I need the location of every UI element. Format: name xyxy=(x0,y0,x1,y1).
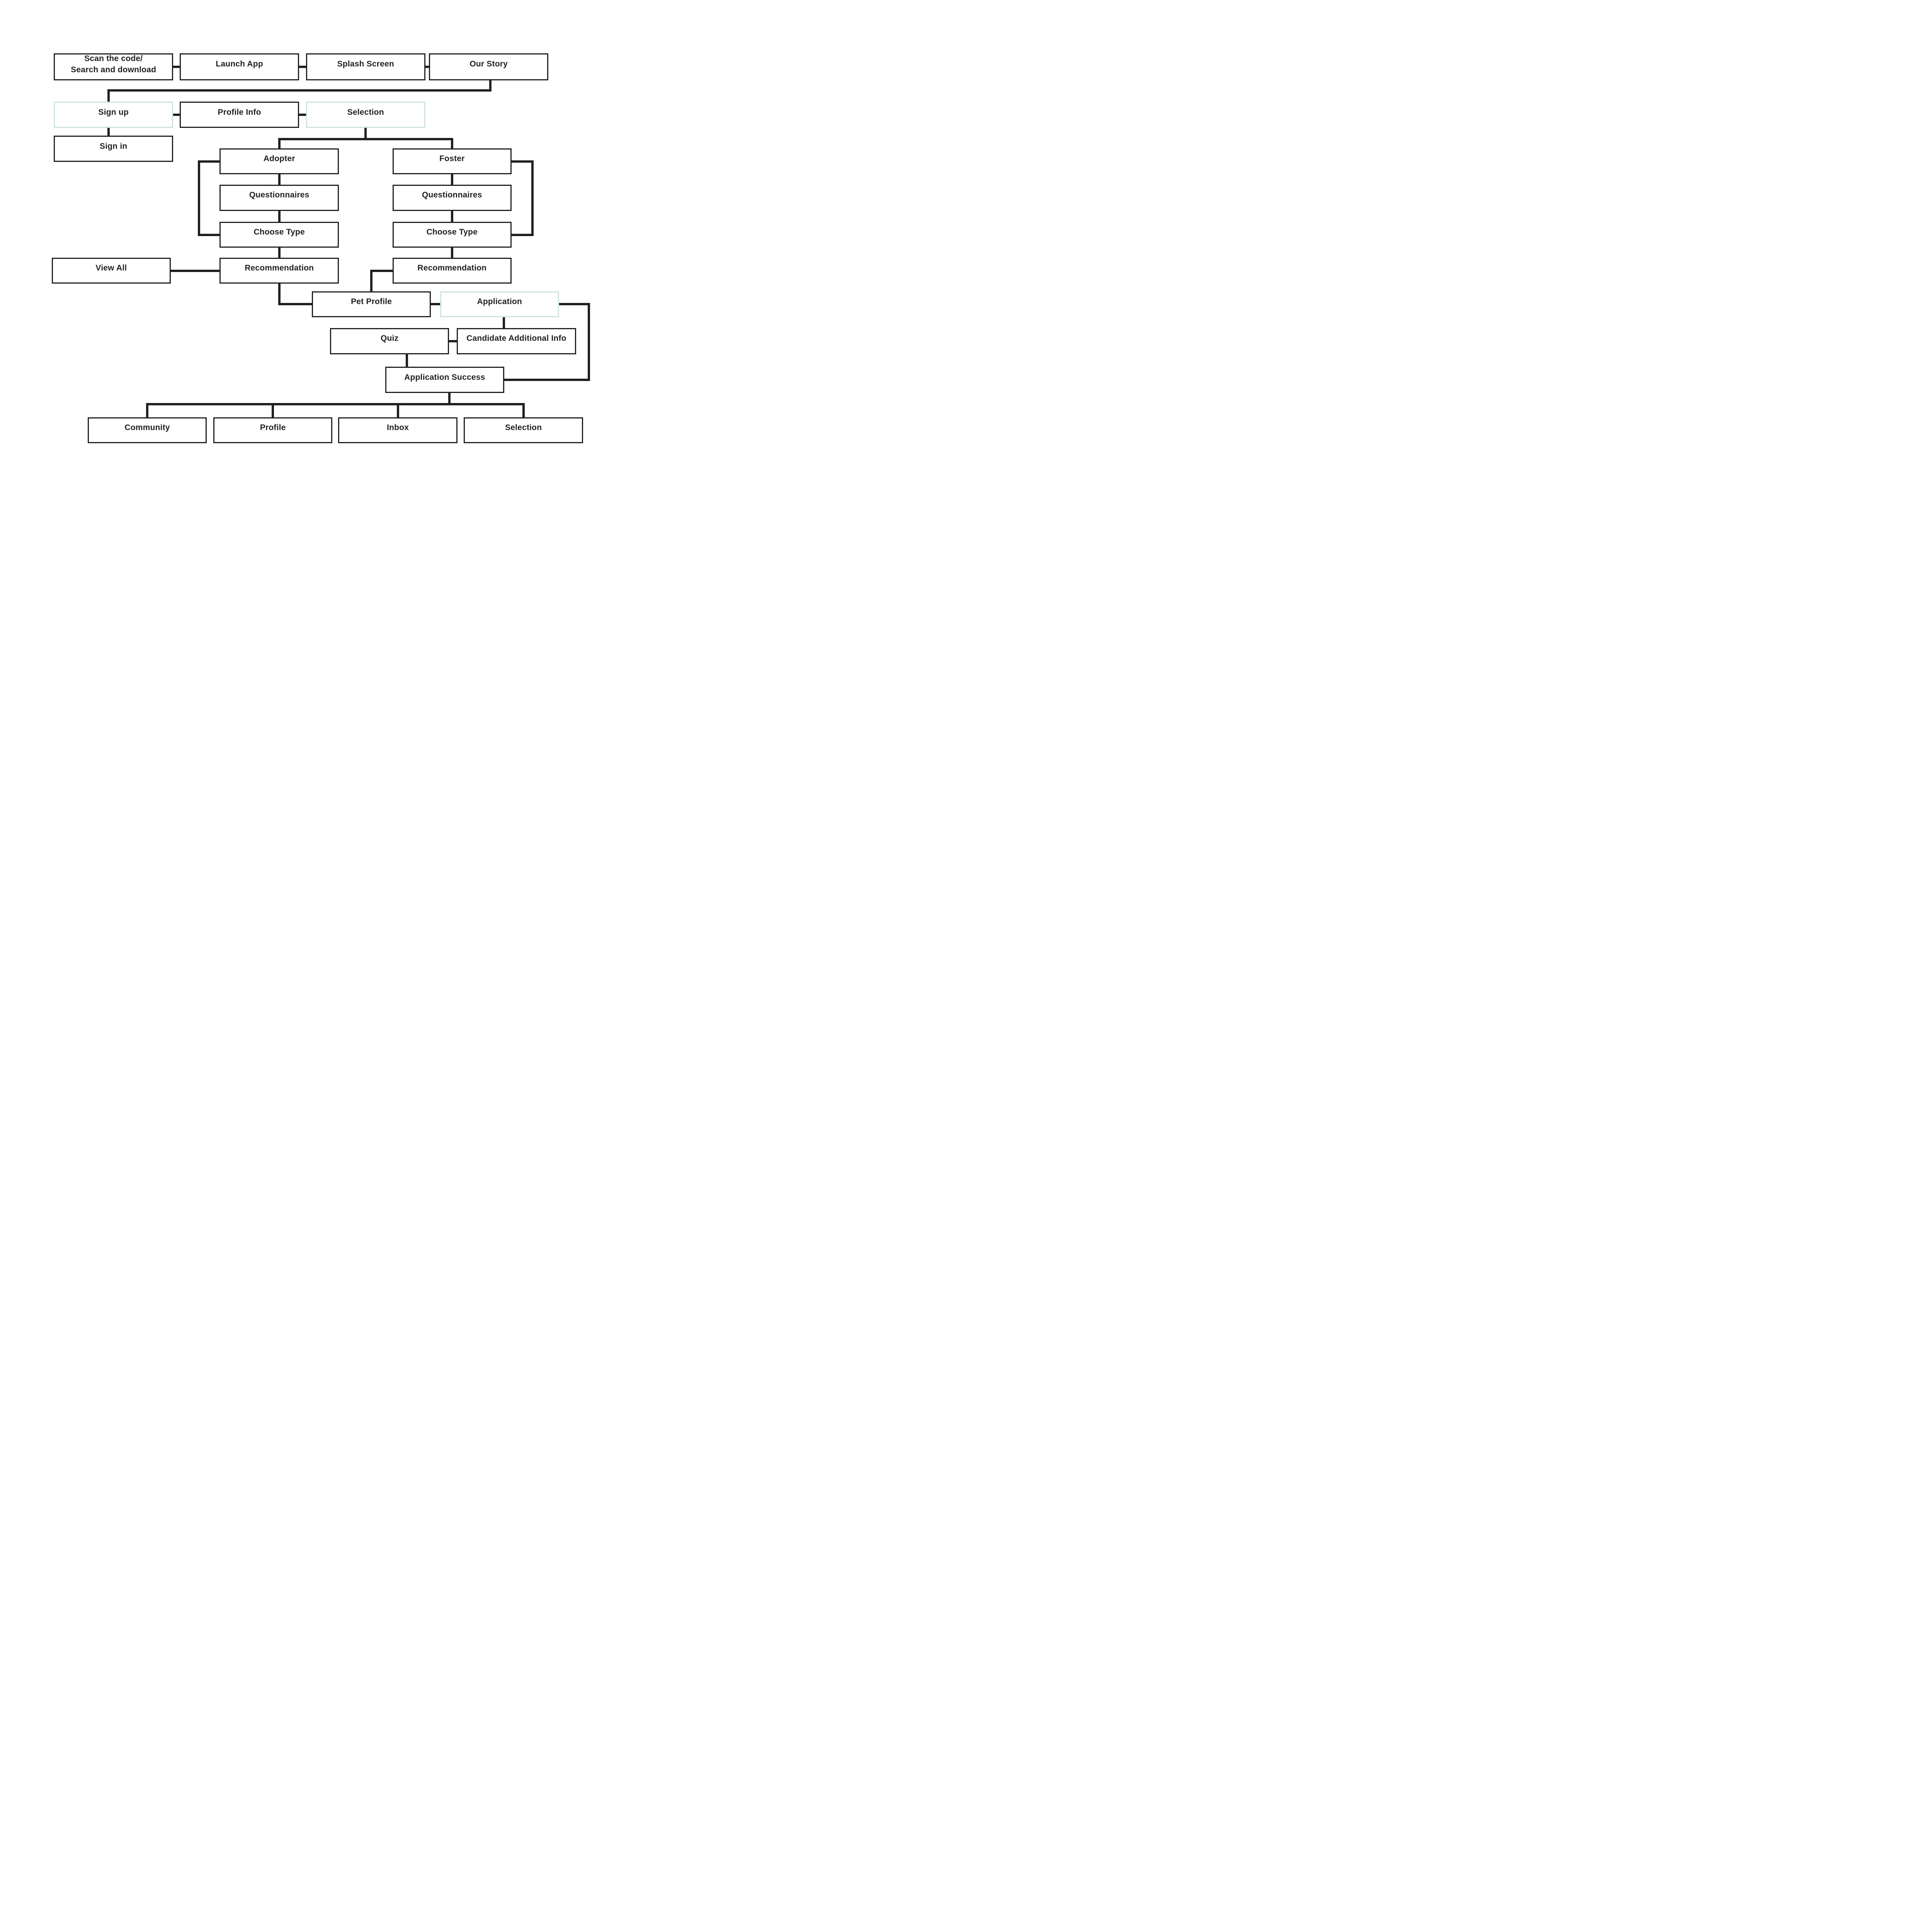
node-view-all: View All xyxy=(51,257,171,284)
node-profile: Profile xyxy=(213,417,333,444)
stub-launch-splash xyxy=(298,65,307,68)
node-label-inbox: Inbox xyxy=(387,423,409,432)
link-application-candidate xyxy=(502,316,505,330)
node-label-splash-screen: Splash Screen xyxy=(337,60,394,69)
link-viewall-recommendation xyxy=(170,269,221,272)
link-questionnaires-choosetype-l xyxy=(278,209,281,223)
stub-petprofile-application xyxy=(430,303,441,306)
route-rec-r-petprofile xyxy=(370,269,394,272)
flowchart-canvas: Scan the code/Search and download Launch … xyxy=(0,0,638,493)
node-pet-profile: Pet Profile xyxy=(311,291,431,318)
link-choosetype-rec-l xyxy=(278,247,281,259)
loop-adopter-choosetype xyxy=(197,233,221,236)
drop-profile xyxy=(272,403,274,418)
node-application: Application xyxy=(440,291,560,318)
node-choose-type-foster: Choose Type xyxy=(392,221,512,248)
route-rec-r-petprofile xyxy=(370,269,373,293)
loop-foster-choosetype xyxy=(510,160,534,163)
node-label-selection-bottom: Selection xyxy=(505,423,542,432)
node-label-pet-profile: Pet Profile xyxy=(351,297,392,306)
loop-foster-choosetype xyxy=(510,233,534,236)
node-label-profile: Profile xyxy=(260,423,286,432)
route-rec-l-petprofile xyxy=(278,282,281,306)
loop-adopter-choosetype xyxy=(197,160,221,163)
node-label-foster: Foster xyxy=(439,154,465,163)
node-foster: Foster xyxy=(392,148,512,175)
node-questionnaires-adopter: Questionnaires xyxy=(219,185,339,211)
node-candidate-additional-info: Candidate Additional Info xyxy=(457,328,576,354)
node-label-community: Community xyxy=(124,423,170,432)
node-label-candidate-additional-info: Candidate Additional Info xyxy=(466,334,566,343)
node-label-selection: Selection xyxy=(347,107,384,117)
stub-profileinfo-selection xyxy=(298,114,307,116)
route-rec-l-petprofile xyxy=(278,303,313,306)
node-selection: Selection xyxy=(306,101,425,128)
link-foster-questionnaires xyxy=(451,173,453,186)
link-quiz-appsuccess xyxy=(405,353,408,368)
link-choosetype-rec-r xyxy=(451,247,453,259)
stub-splash-ourstory xyxy=(424,65,430,68)
stub-scan-launch xyxy=(172,65,181,68)
node-label-scan-download: Search and download xyxy=(71,65,156,74)
link-signup-signin xyxy=(107,127,110,137)
distribution-bar xyxy=(146,403,525,405)
node-label-recommendation-adopter: Recommendation xyxy=(245,264,314,273)
node-splash-screen: Splash Screen xyxy=(306,53,425,80)
node-label-recommendation-foster: Recommendation xyxy=(417,264,487,273)
drop-inbox xyxy=(396,403,399,418)
route-ourstory-signup xyxy=(107,89,492,92)
node-recommendation-foster: Recommendation xyxy=(392,257,512,284)
link-questionnaires-choosetype-r xyxy=(451,209,453,223)
node-label-quiz: Quiz xyxy=(381,334,399,343)
node-adopter: Adopter xyxy=(219,148,339,175)
link-adopter-questionnaires xyxy=(278,173,281,186)
node-launch-app: Launch App xyxy=(180,53,299,80)
node-scan-download: Scan the code/Search and download xyxy=(54,53,173,80)
node-quiz: Quiz xyxy=(330,328,449,354)
node-questionnaires-foster: Questionnaires xyxy=(392,185,512,211)
route-ourstory-signup xyxy=(489,79,492,92)
drop-split-foster xyxy=(451,138,453,150)
node-sign-in: Sign in xyxy=(54,135,173,162)
node-label-scan-download: Scan the code/ xyxy=(84,54,143,63)
node-label-application-success: Application Success xyxy=(404,372,485,382)
node-application-success: Application Success xyxy=(385,366,505,393)
node-label-view-all: View All xyxy=(95,264,127,273)
node-community: Community xyxy=(87,417,207,444)
node-our-story: Our Story xyxy=(429,53,548,80)
node-inbox: Inbox xyxy=(338,417,457,444)
node-profile-info: Profile Info xyxy=(180,101,299,128)
node-label-choose-type-foster: Choose Type xyxy=(426,228,478,237)
route-ourstory-signup xyxy=(107,89,110,103)
drop-split-adopter xyxy=(278,138,281,150)
route-application-appsuccess xyxy=(587,303,590,381)
node-label-sign-up: Sign up xyxy=(98,107,129,117)
loop-adopter-choosetype xyxy=(197,160,200,236)
link-appsuccess-distribution xyxy=(448,392,451,405)
split-bar xyxy=(278,138,453,141)
node-recommendation-adopter: Recommendation xyxy=(219,257,339,284)
node-selection-bottom: Selection xyxy=(464,417,583,444)
node-choose-type-adopter: Choose Type xyxy=(219,221,339,248)
node-sign-up: Sign up xyxy=(54,101,173,128)
node-label-our-story: Our Story xyxy=(469,60,508,69)
node-label-profile-info: Profile Info xyxy=(218,107,261,117)
node-label-choose-type-adopter: Choose Type xyxy=(253,228,305,237)
loop-foster-choosetype xyxy=(531,160,534,236)
drop-selection xyxy=(522,403,525,418)
drop-community xyxy=(146,403,149,418)
stub-quiz-candidate xyxy=(448,340,458,342)
link-selection-split xyxy=(364,127,367,141)
node-label-adopter: Adopter xyxy=(263,154,295,163)
node-label-application: Application xyxy=(477,297,522,306)
route-application-appsuccess xyxy=(503,379,590,381)
stub-signup-profileinfo xyxy=(172,114,181,116)
node-label-questionnaires-adopter: Questionnaires xyxy=(249,190,310,200)
node-label-launch-app: Launch App xyxy=(216,60,263,69)
node-label-questionnaires-foster: Questionnaires xyxy=(422,190,482,200)
node-label-sign-in: Sign in xyxy=(99,141,128,151)
route-application-appsuccess xyxy=(558,303,590,306)
